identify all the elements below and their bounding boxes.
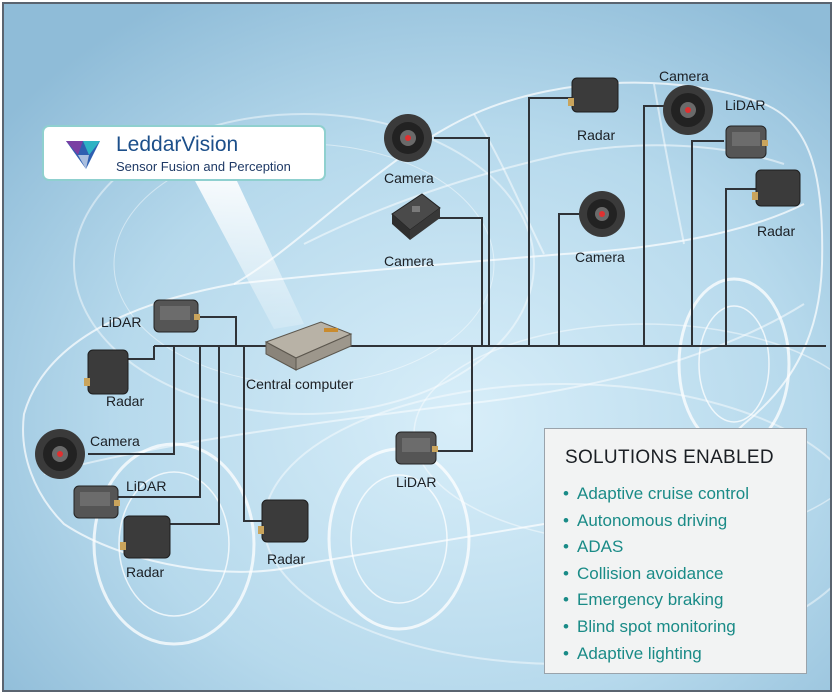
camera-roof-mid-label: Camera: [575, 249, 625, 265]
perception-beam: [194, 179, 304, 329]
camera-front-left-device: [35, 429, 85, 479]
leddarvision-logo-box: LeddarVision Sensor Fusion and Perceptio…: [42, 125, 326, 181]
car-wireframe: [22, 81, 824, 573]
camera-roof-mid-device: [579, 191, 625, 237]
lidar-front-top-label: LiDAR: [101, 314, 142, 330]
radar-front-top-device: [84, 349, 129, 395]
radar-roof-device: [568, 77, 619, 113]
solutions-list: •Adaptive cruise control •Autonomous dri…: [563, 481, 749, 667]
camera-rear-device: [663, 85, 713, 135]
lidar-center-label: LiDAR: [396, 474, 437, 490]
lidar-front-left-label: LiDAR: [126, 478, 167, 494]
radar-front-left-device: [120, 515, 171, 559]
solution-item: •Adaptive lighting: [563, 643, 702, 663]
solution-item: •Emergency braking: [563, 590, 724, 610]
wiring-harness: [88, 97, 826, 525]
camera-rear-label: Camera: [659, 68, 709, 84]
lidar-front-left-device: [73, 485, 120, 519]
lidar-rear-label: LiDAR: [725, 97, 766, 113]
solutions-panel: SOLUTIONS ENABLED •Adaptive cruise contr…: [544, 428, 807, 674]
camera-box-label: Camera: [384, 253, 434, 269]
radar-rear-label: Radar: [757, 223, 796, 239]
radar-rear-device: [752, 169, 801, 207]
radar-front-bottom-device: [258, 499, 309, 543]
camera-box-device: [391, 193, 441, 240]
lidar-rear-device: [725, 125, 768, 159]
logo-tagline: Sensor Fusion and Perception: [116, 159, 291, 174]
central-computer-label: Central computer: [246, 376, 354, 392]
solution-item: •Blind spot monitoring: [563, 616, 736, 636]
radar-roof-label: Radar: [577, 127, 616, 143]
car-wireframe-background: [4, 4, 830, 690]
logo-title: LeddarVision: [116, 133, 239, 156]
lidar-front-top-device: [153, 299, 200, 333]
solution-item: •Autonomous driving: [563, 510, 728, 530]
camera-front-top-device: [384, 114, 432, 162]
leddarvision-logo-icon: [66, 141, 100, 169]
solution-item: •ADAS: [563, 537, 624, 557]
central-computer-unit: [264, 321, 353, 371]
solution-item: •Adaptive cruise control: [563, 484, 749, 503]
lidar-center-device: [395, 431, 438, 465]
camera-front-left-label: Camera: [90, 433, 140, 449]
camera-front-top-label: Camera: [384, 170, 434, 186]
radar-front-left-label: Radar: [126, 564, 165, 580]
radar-front-bottom-label: Radar: [267, 551, 306, 567]
radar-front-top-label: Radar: [106, 393, 145, 409]
solution-item: •Collision avoidance: [563, 563, 724, 583]
solutions-title: SOLUTIONS ENABLED: [565, 447, 774, 468]
